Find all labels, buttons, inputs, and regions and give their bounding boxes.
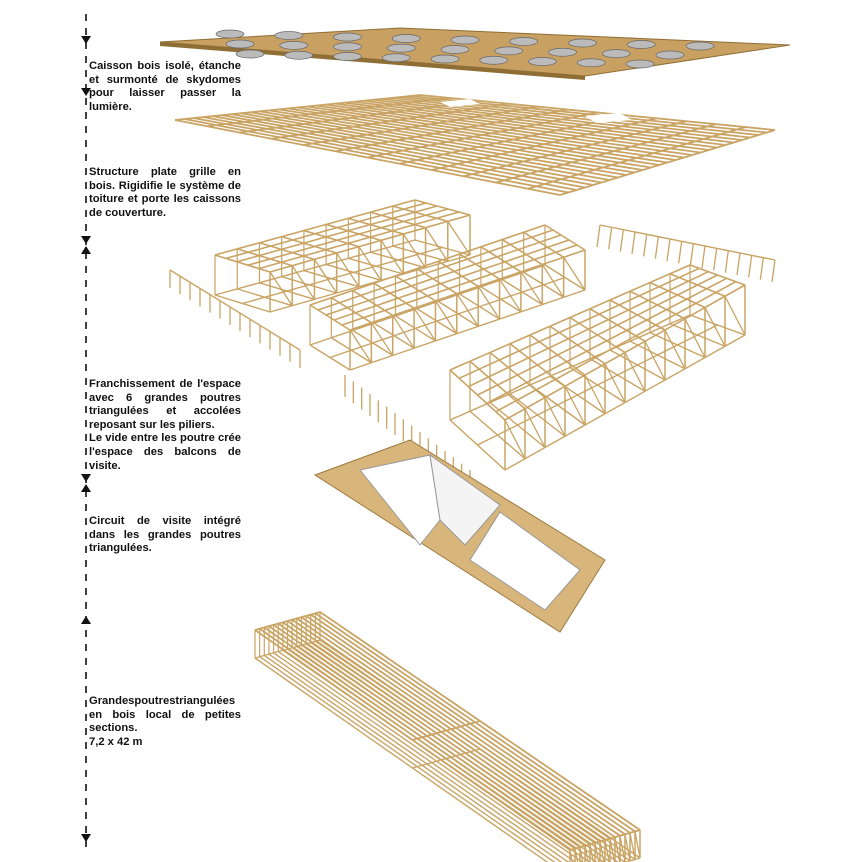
- arrow-icon: [81, 834, 91, 842]
- arrow-icon: [81, 474, 91, 482]
- dashed-vertical-axis: [81, 14, 91, 847]
- single-beam-layer: [254, 611, 641, 862]
- caption-text: Structure plate grille en bois. Rigidifi…: [89, 166, 241, 219]
- caption-text: Franchissement de l'espace avec 6 grande…: [89, 378, 241, 431]
- visit-circuit-layer: [313, 439, 606, 633]
- arrow-icon: [81, 88, 91, 96]
- caption-text: Grandespoutrestriangulées en bois local …: [89, 695, 241, 735]
- caption-roof-caisson: Caisson bois isolé, étanche et surmonté …: [89, 60, 241, 114]
- arrow-icon: [81, 236, 91, 244]
- caption-text: Caisson bois isolé, étanche et surmonté …: [89, 60, 241, 113]
- arrow-icon: [81, 246, 91, 254]
- caption-text: Le vide entre les poutre crée l'espace d…: [89, 432, 241, 472]
- caption-text: Circuit de visite intégré dans les grand…: [89, 515, 241, 555]
- caption-beam-detail: Grandespoutrestriangulées en bois local …: [89, 695, 241, 749]
- arrow-icon: [81, 484, 91, 492]
- triangulated-beams-layer: [169, 199, 776, 492]
- roof-caisson-layer: [159, 27, 791, 80]
- arrow-icon: [81, 36, 91, 44]
- arrow-icon: [81, 616, 91, 624]
- caption-text: 7,2 x 42 m: [89, 735, 143, 748]
- caption-beams: Franchissement de l'espace avec 6 grande…: [89, 378, 241, 473]
- caption-visit-circuit: Circuit de visite intégré dans les grand…: [89, 515, 241, 556]
- skydomes: [215, 29, 715, 69]
- caption-grid-structure: Structure plate grille en bois. Rigidifi…: [89, 166, 241, 220]
- roof-grid-structure-layer: [174, 94, 776, 196]
